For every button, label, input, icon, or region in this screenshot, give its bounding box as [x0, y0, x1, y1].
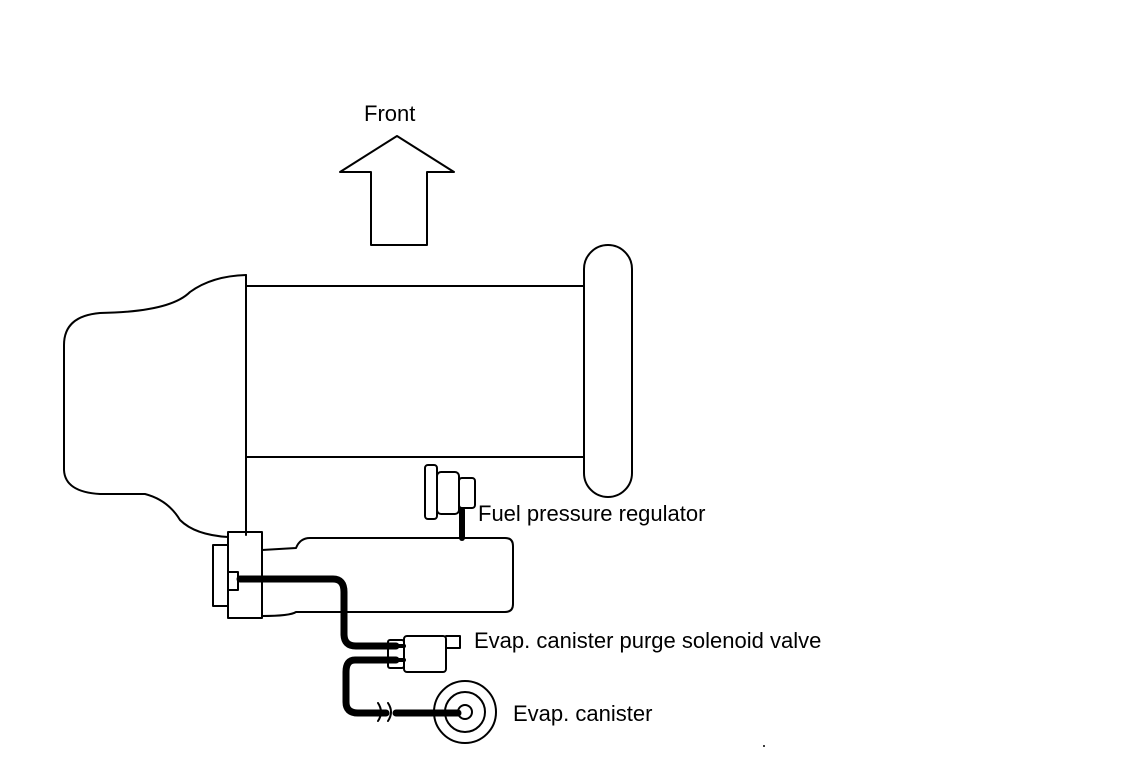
purge-solenoid-valve-body	[403, 635, 447, 673]
fuel-pressure-regulator-body	[436, 471, 460, 515]
fuel-pressure-regulator-cap	[458, 477, 476, 509]
evap-canister-inner	[444, 691, 486, 733]
intake-collector	[261, 537, 514, 617]
front-label: Front	[364, 101, 416, 126]
throttle-body	[212, 531, 263, 619]
purge-solenoid-valve-connector	[387, 639, 405, 669]
evap-canister-label: Evap. canister	[513, 701, 653, 726]
vacuum-hose-upper	[236, 575, 400, 650]
purge-solenoid-valve-label: Evap. canister purge solenoid valve	[474, 628, 822, 653]
throttle-body-nipple	[227, 571, 239, 591]
intake-end-plate	[583, 244, 633, 498]
vacuum-hose-lower	[342, 656, 400, 717]
evap-canister-outer	[433, 680, 497, 744]
scan-speck	[763, 745, 765, 747]
purge-solenoid-valve-tab	[445, 635, 461, 649]
hose-break-mark	[377, 702, 392, 722]
evap-canister-port	[457, 704, 473, 720]
fuel-pressure-regulator	[424, 464, 438, 520]
front-arrow	[339, 135, 455, 246]
air-intake-housing	[63, 274, 247, 538]
fuel-pressure-regulator-label: Fuel pressure regulator	[478, 501, 706, 526]
